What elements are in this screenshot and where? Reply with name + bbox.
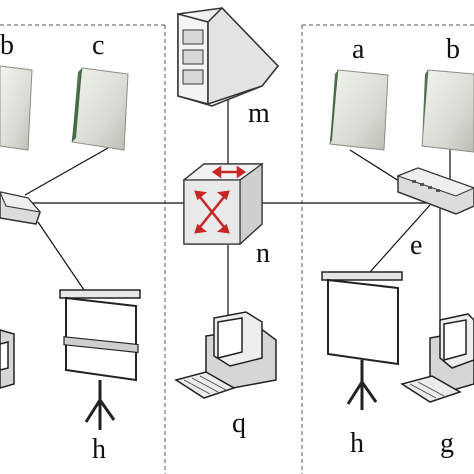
label-h-right: h — [350, 428, 364, 459]
tablet-icon — [329, 69, 389, 151]
label-b-left: b — [0, 30, 14, 61]
tablet-icon — [0, 65, 33, 151]
workstation-computer-icon — [0, 329, 15, 389]
network-hub-icon — [396, 167, 474, 215]
projector-screen-icon — [321, 271, 403, 410]
label-q: q — [232, 408, 246, 439]
label-b-right: b — [446, 34, 460, 65]
workstation-computer-icon — [400, 313, 474, 403]
label-h-left: h — [92, 434, 106, 465]
label-e: e — [410, 230, 423, 261]
tablet-icon — [71, 67, 129, 151]
label-m: m — [248, 98, 270, 129]
network-hub-icon — [0, 191, 42, 225]
label-c: c — [92, 30, 105, 61]
workstation-computer-icon — [174, 311, 277, 399]
label-g: g — [440, 428, 454, 459]
region-border-left — [0, 24, 166, 474]
label-n: n — [256, 238, 270, 269]
server-icon — [177, 6, 279, 107]
tablet-icon — [421, 69, 474, 153]
router-icon — [182, 162, 264, 246]
projector-screen-icon — [59, 289, 141, 430]
region-border-right — [301, 24, 474, 474]
label-a: a — [352, 34, 365, 65]
